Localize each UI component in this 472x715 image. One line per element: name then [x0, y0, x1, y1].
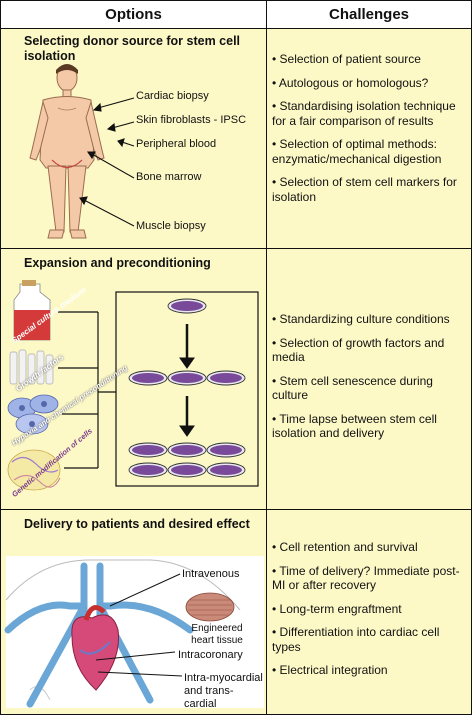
label-intra-myocardial: Intra-myocardial and trans-cardial [184, 672, 263, 710]
challenge-item: • Time of delivery? Immediate post-MI or… [272, 563, 460, 593]
challenge-item: • Autologous or homologous? [272, 75, 429, 90]
challenge-item: • Differentiation into cardiac cell type… [272, 625, 440, 654]
challenge-item: • Standardising isolation technique for … [272, 99, 456, 128]
culture-dish-cells [171, 465, 203, 475]
label-peripheral-blood: Peripheral blood [136, 138, 217, 150]
column-divider [266, 0, 267, 715]
culture-dish-cells [171, 301, 203, 311]
culture-dish-cells [171, 373, 203, 383]
challenge-item: • Time lapse between stem cell isolation… [272, 411, 437, 441]
challenge-item: • Electrical integration [272, 663, 388, 677]
culture-dish-cells [132, 465, 164, 475]
challenge-item: • Selection of growth factors and media [272, 335, 445, 365]
challenge-item: • Cell retention and survival [272, 540, 418, 554]
challenge-item: • Stem cell senescence during culture [272, 373, 433, 403]
challenge-item: • Standardizing culture conditions [272, 312, 450, 326]
label-muscle-biopsy: Muscle biopsy [136, 220, 206, 232]
culture-dishes [128, 298, 246, 478]
row-divider-2 [0, 509, 472, 510]
engineered-tissue-icon [185, 592, 235, 622]
border-left [0, 0, 1, 715]
culture-flask-icon [13, 280, 51, 341]
illustration-background [6, 556, 264, 708]
culture-dish-cells [132, 373, 164, 383]
label-intravenous: Intravenous [182, 568, 240, 580]
challenges-list-delivery: • Cell retention and survival • Time of … [272, 540, 468, 687]
section-title-expansion: Expansion and preconditioning [24, 256, 211, 270]
challenge-item: • Selection of patient source [272, 52, 421, 66]
section-title-delivery: Delivery to patients and desired effect [24, 517, 250, 531]
heart-icon [71, 605, 120, 691]
label-bone-marrow: Bone marrow [136, 171, 202, 183]
section-title-donor-source: Selecting donor source for stem cell iso… [24, 34, 241, 63]
genetic-modification-icon [7, 449, 61, 491]
culture-dish-cells [171, 445, 203, 455]
header-challenges: Challenges [267, 1, 471, 28]
border-top [0, 0, 472, 1]
challenges-list-expansion: • Standardizing culture conditions • Sel… [272, 312, 468, 450]
growth-factor-vials-icon [9, 349, 54, 385]
row-divider-1 [0, 248, 472, 249]
challenge-item: • Selection of stem cell markers for iso… [272, 175, 457, 204]
culture-dish-cells [210, 373, 242, 383]
culture-dish-cells [210, 445, 242, 455]
challenge-item: • Selection of optimal methods: enzymati… [272, 137, 442, 166]
challenge-item: • Long-term engraftment [272, 601, 402, 616]
label-engineered-heart-tissue: Engineered heart tissue [191, 623, 243, 646]
culture-dish-cells [210, 465, 242, 475]
challenges-list-donor-source: • Selection of patient source • Autologo… [272, 52, 468, 213]
label-cardiac-biopsy: Cardiac biopsy [136, 90, 209, 102]
label-skin-fibroblasts: Skin fibroblasts - IPSC [136, 114, 247, 126]
label-intracoronary: Intracoronary [178, 649, 243, 661]
header-divider [0, 28, 472, 29]
culture-dish-cells [132, 445, 164, 455]
header-options: Options [1, 1, 266, 28]
hypoxia-cells-icon [7, 394, 59, 435]
